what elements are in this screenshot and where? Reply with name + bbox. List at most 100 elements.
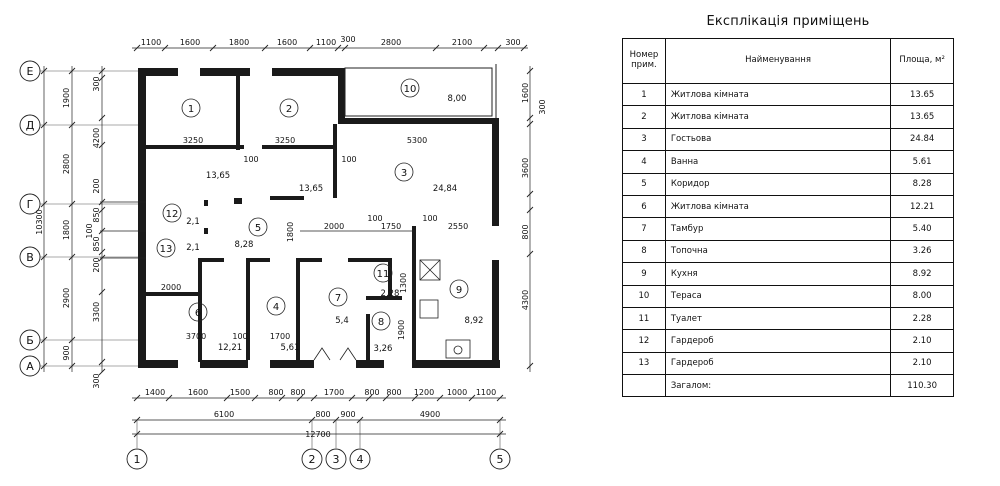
inner-dim: 100: [341, 155, 356, 164]
cell-name: Гардероб: [664, 351, 892, 376]
room-marker-10: 10: [400, 78, 420, 98]
cell-number: 1: [622, 82, 666, 107]
dimension-tick: [496, 394, 504, 402]
svg-text:5: 5: [255, 223, 261, 234]
dimension-tick: [40, 200, 48, 208]
inner-dim: 1900: [397, 320, 406, 340]
svg-text:8: 8: [378, 317, 384, 328]
dimension-tick: [68, 253, 76, 261]
dimension-tick: [308, 416, 316, 424]
room-marker-5: 5: [248, 217, 268, 237]
dimension-tick: [496, 416, 504, 424]
room-marker-12: 12: [162, 203, 182, 223]
axis-marker-1: 1: [126, 448, 148, 470]
dim-top: 1600: [180, 38, 200, 47]
svg-text:4: 4: [357, 453, 364, 466]
dimension-tick: [494, 44, 502, 52]
cell-number: [622, 374, 666, 398]
room-area: 5,4: [335, 316, 349, 326]
dimension-tick: [480, 44, 488, 52]
inner-dim: 100: [367, 214, 382, 223]
cell-number: 11: [622, 306, 666, 331]
cell-number: 2: [622, 105, 666, 129]
room-area: 8,92: [465, 316, 484, 326]
inner-dim: 2000: [161, 283, 181, 292]
dim-total-height: 10300: [35, 209, 44, 234]
dim-left: 100: [85, 223, 94, 238]
dimension-tick: [526, 120, 534, 128]
inner-dim: 2000: [324, 222, 344, 231]
inner-dim: 100: [243, 155, 258, 164]
cell-area: 2.10: [890, 329, 954, 353]
dim-right: 4300: [521, 290, 530, 310]
dimension-tick: [526, 114, 534, 122]
dimension-tick: [161, 44, 169, 52]
floor-plan: Е Д Г В Б А 1 2 3 4 5 1100 1600 1800 160…: [19, 35, 547, 470]
room-area: 3,26: [374, 344, 393, 354]
cell-area: 3.26: [890, 239, 954, 264]
svg-text:Б: Б: [26, 334, 34, 347]
dim-bottom: 800: [386, 388, 401, 397]
dimension-tick: [310, 394, 318, 402]
dimension-tick: [432, 44, 440, 52]
svg-text:Е: Е: [27, 65, 34, 78]
dimension-tick: [98, 206, 106, 214]
dim-left: 200: [92, 178, 101, 193]
inner-dim: 3700: [186, 332, 206, 341]
room-marker-11: 11: [373, 263, 393, 283]
dim-bottom: 6100: [214, 410, 234, 419]
dimension-tick: [68, 362, 76, 370]
cell-number: 13: [622, 351, 666, 376]
svg-text:4: 4: [273, 302, 279, 313]
svg-text:9: 9: [456, 285, 462, 296]
dim-left: 900: [62, 345, 71, 360]
room-area: 2,1: [186, 217, 200, 227]
header-name: Найменування: [664, 38, 892, 84]
walls: [138, 68, 500, 368]
top-dimensions: 1100 1600 1800 1600 1100 300 2800 2100 3…: [141, 35, 521, 47]
dimension-tick: [526, 206, 534, 214]
svg-text:12: 12: [166, 209, 179, 220]
inner-dim: 1750: [381, 222, 401, 231]
cell-name: Тамбур: [664, 217, 892, 241]
room-marker-3: 3: [394, 162, 414, 182]
room-markers: 1 2 3 4 5 6 7 8 9 10 11 12 13: [156, 78, 469, 331]
dim-left: 1900: [62, 88, 71, 108]
dimension-tick: [223, 394, 231, 402]
room-marker-2: 2: [279, 98, 299, 118]
dim-bottom: 800: [290, 388, 305, 397]
dimension-tick: [40, 253, 48, 261]
cell-area: 2.10: [890, 351, 954, 376]
dim-left: 850: [92, 207, 101, 222]
svg-text:6: 6: [195, 308, 201, 319]
cell-number: 12: [622, 329, 666, 353]
cell-area: 5.40: [890, 217, 954, 241]
dimension-tick: [468, 394, 476, 402]
dimension-tick: [496, 430, 504, 438]
room-areas: 13,65 13,65 24,84 5,61 8,28 12,21 5,4 3,…: [186, 94, 483, 354]
dimension-tick: [133, 394, 141, 402]
dimension-tick: [98, 248, 106, 256]
cell-area: 13.65: [890, 82, 954, 107]
cell-name: Житлова кімната: [664, 105, 892, 129]
dimension-tick: [306, 44, 314, 52]
room-area: 2,28: [381, 289, 400, 299]
svg-text:11: 11: [377, 269, 390, 280]
dim-bottom: 1600: [188, 388, 208, 397]
dimension-tick: [98, 114, 106, 122]
dimension-tick: [98, 67, 106, 75]
axis-marker-3: 3: [325, 448, 347, 470]
axis-marker-5: 5: [489, 448, 511, 470]
room-marker-1: 1: [181, 98, 201, 118]
dim-left: 200: [92, 257, 101, 272]
right-dimensions: 1600 300 3600 800 4300: [521, 83, 547, 310]
inner-dim: 3250: [275, 136, 295, 145]
cell-area: 24.84: [890, 127, 954, 152]
room-explication: Експлікація приміщень Номер прим. Наймен…: [622, 10, 954, 398]
axis-marker-v: В: [19, 246, 41, 268]
